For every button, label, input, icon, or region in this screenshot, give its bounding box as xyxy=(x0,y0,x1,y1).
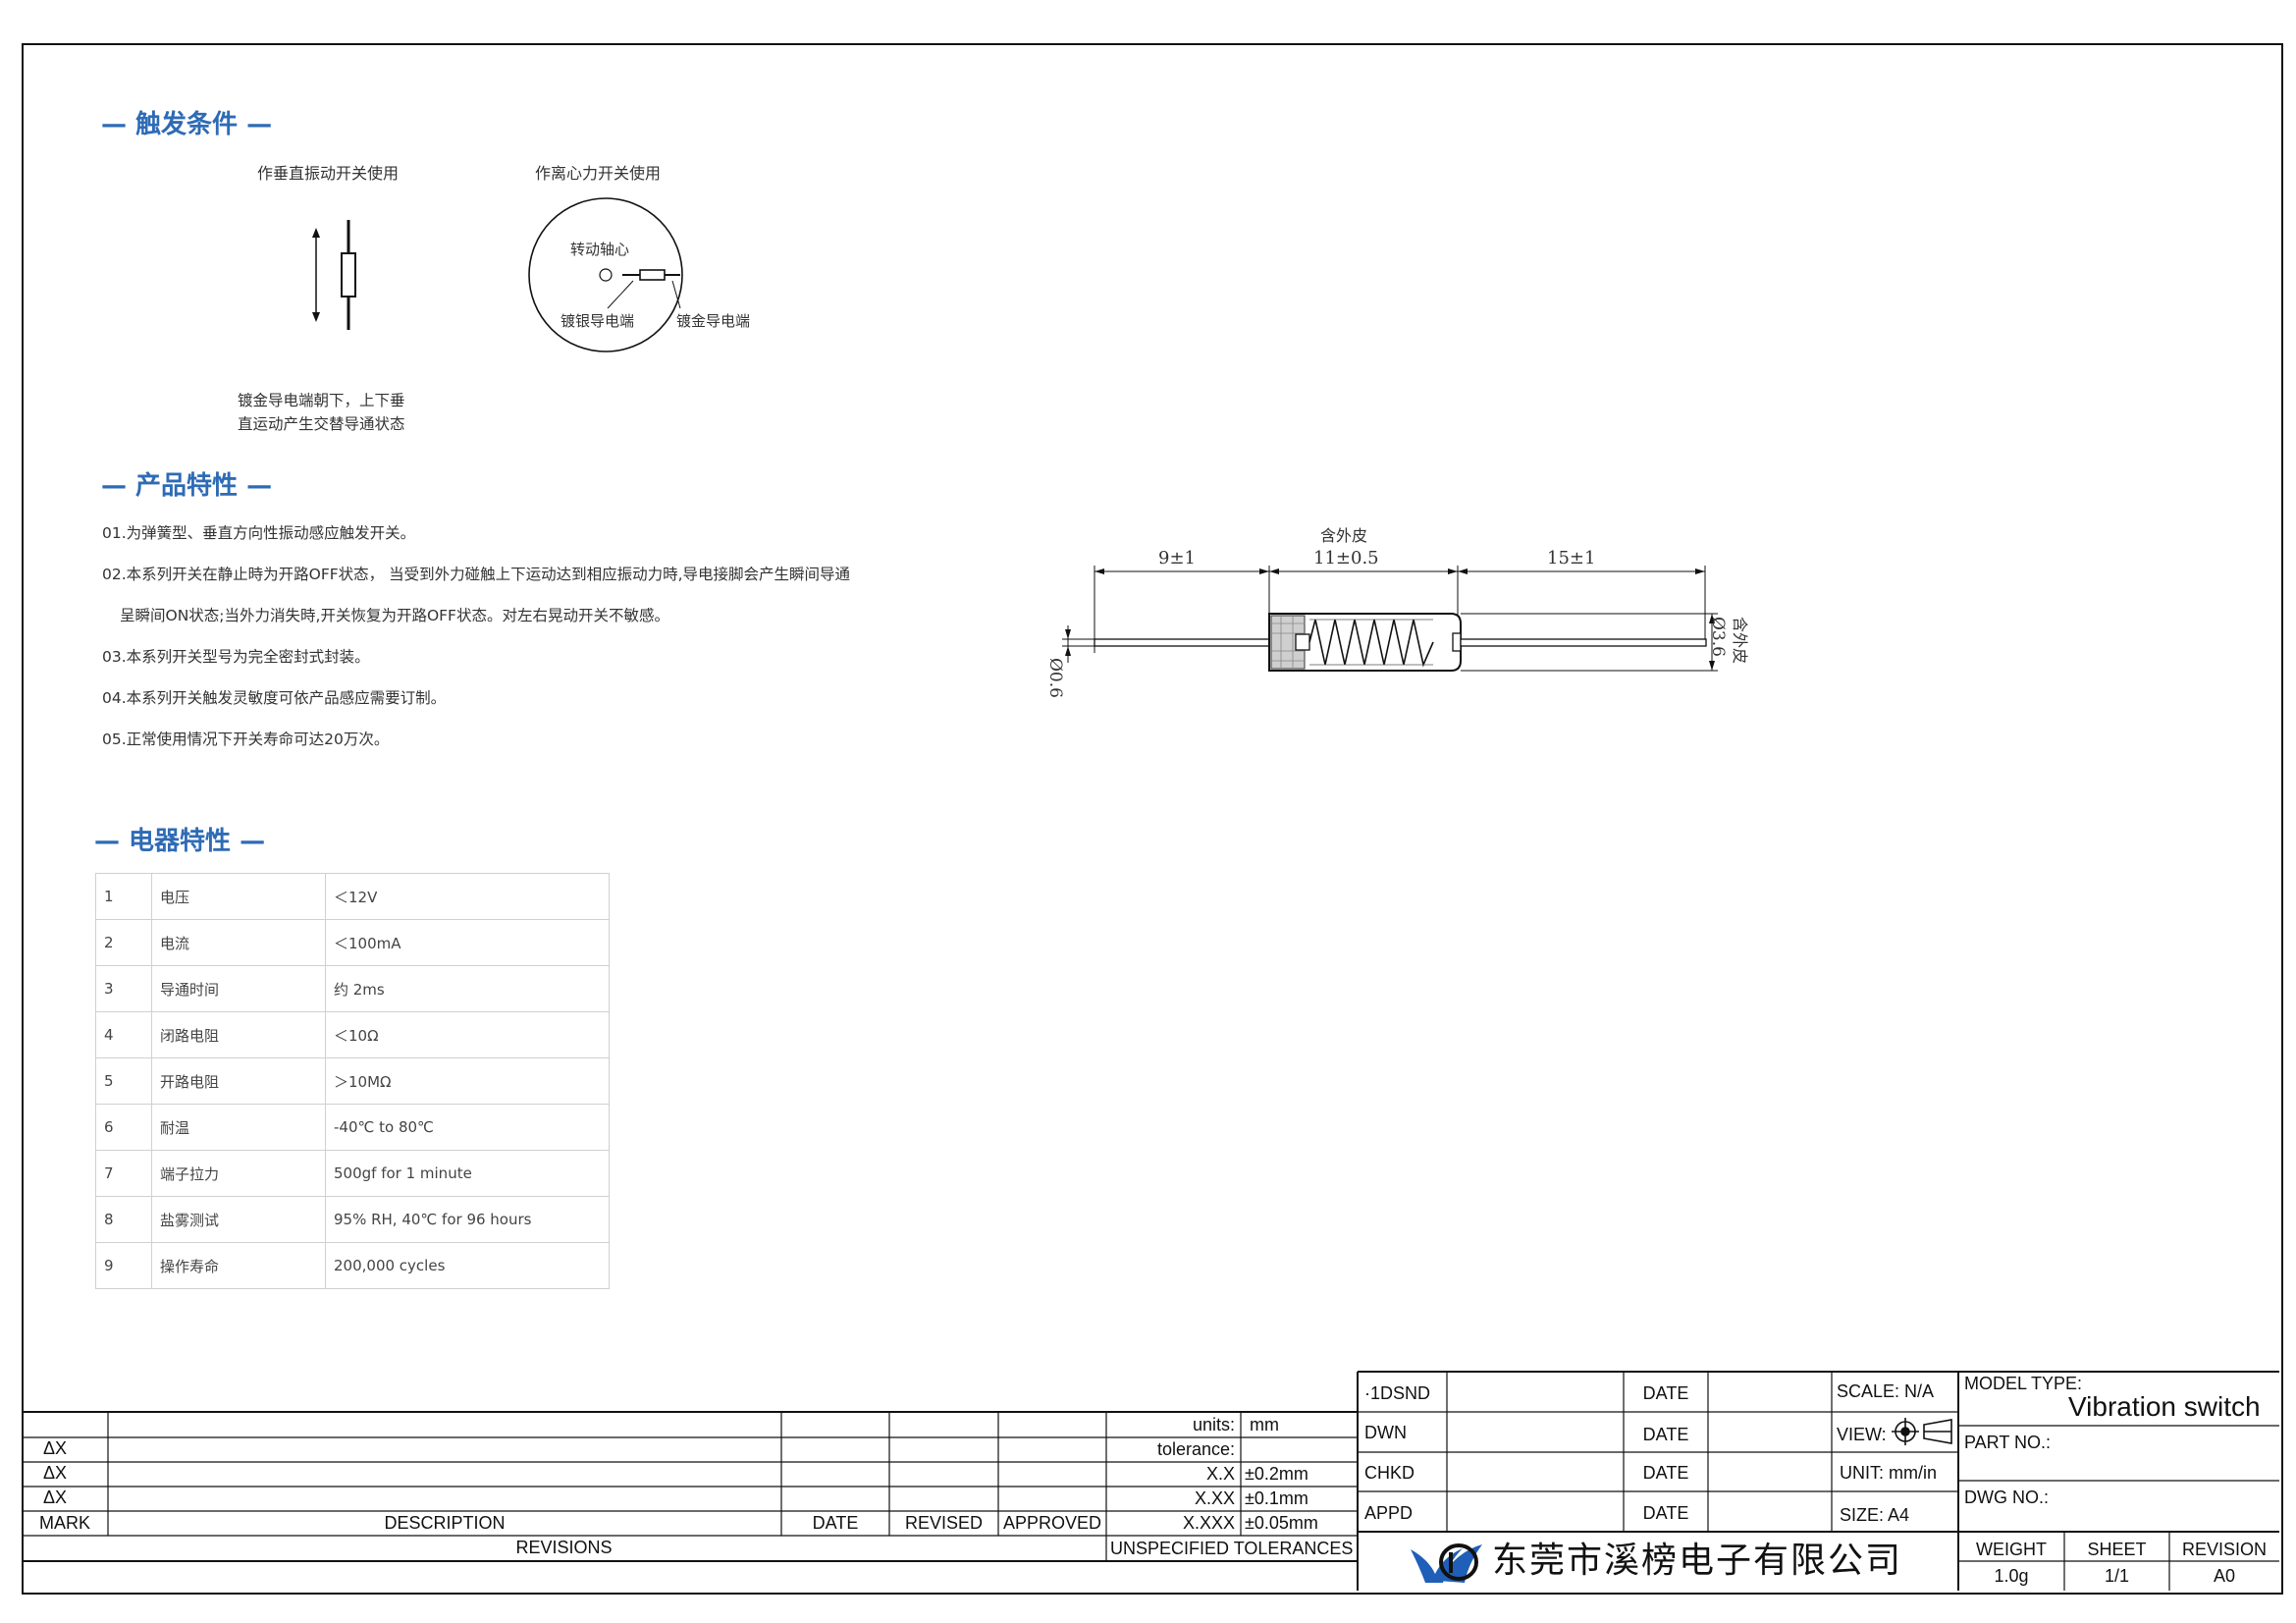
param-name: 电压 xyxy=(151,873,326,920)
tol-xxx-value: ±0.05mm xyxy=(1245,1513,1318,1533)
row-number: 9 xyxy=(95,1242,152,1289)
date-label-1: DATE xyxy=(1642,1383,1689,1403)
tol-x-value: ±0.2mm xyxy=(1245,1464,1308,1484)
param-name: 开路电阻 xyxy=(151,1057,326,1105)
feature-item: 呈瞬间ON状态;当外力消失時,开关恢复为开路OFF状态。对左右晃动开关不敏感。 xyxy=(120,607,669,624)
gold-terminal-label: 镀金导电端 xyxy=(676,312,751,330)
company-name: 东莞市溪榜电子有限公司 xyxy=(1492,1541,1903,1581)
part-no-label: PART NO.: xyxy=(1964,1433,2052,1452)
date-label-4: DATE xyxy=(1642,1503,1689,1523)
rotation-axis-dot xyxy=(599,268,613,282)
rev-mark-3: ΔX xyxy=(43,1488,68,1507)
weight-label: WEIGHT xyxy=(1976,1540,2047,1559)
feature-item: 04.本系列开关触发灵敏度可依产品感应需要订制。 xyxy=(102,689,447,707)
dim-middle: 11±0.5 xyxy=(1313,548,1379,568)
approved-header: APPROVED xyxy=(1002,1513,1102,1533)
row-number: 4 xyxy=(95,1011,152,1058)
sheet-label: SHEET xyxy=(2087,1540,2147,1559)
description-header: DESCRIPTION xyxy=(384,1513,506,1533)
revised-header: REVISED xyxy=(904,1513,984,1533)
tol-x-label: X.X xyxy=(1205,1464,1235,1484)
dsnd-label: ·1DSND xyxy=(1364,1383,1431,1403)
param-name: 耐温 xyxy=(151,1104,326,1151)
param-value: 95% RH, 40℃ for 96 hours xyxy=(325,1196,610,1243)
feature-item: 03.本系列开关型号为完全密封式封装。 xyxy=(102,648,370,666)
features-section-title: — 产品特性 — xyxy=(101,471,273,501)
sheet-value: 1/1 xyxy=(2104,1566,2130,1586)
electrical-section-title: — 电器特性 — xyxy=(94,827,266,856)
param-value: 200,000 cycles xyxy=(325,1242,610,1289)
rev-mark-1: ΔX xyxy=(43,1438,68,1458)
drawing-frame xyxy=(22,43,2283,1595)
unspecified-tolerances-label: UNSPECIFIED TOLERANCES xyxy=(1110,1539,1354,1558)
feature-item: 01.为弹簧型、垂直方向性振动感应触发开关。 xyxy=(102,524,416,542)
param-value: -40℃ to 80℃ xyxy=(325,1104,610,1151)
weight-value: 1.0g xyxy=(1994,1566,2029,1586)
tol-xxx-label: X.XXX xyxy=(1182,1513,1235,1533)
date-label-3: DATE xyxy=(1642,1463,1689,1483)
mark-header: MARK xyxy=(38,1513,90,1533)
param-value: ＜10Ω xyxy=(325,1011,610,1058)
projection-view-icon xyxy=(1892,1418,1952,1445)
dwg-no-label: DWG NO.: xyxy=(1964,1488,2049,1507)
row-number: 6 xyxy=(95,1104,152,1151)
param-name: 闭路电阻 xyxy=(151,1011,326,1058)
param-name: 电流 xyxy=(151,919,326,966)
dim-right: 15±1 xyxy=(1547,548,1596,568)
revision-value: A0 xyxy=(2213,1566,2236,1586)
param-name: 操作寿命 xyxy=(151,1242,326,1289)
trigger-section-title: — 触发条件 — xyxy=(101,110,273,139)
switch-dimension-drawing xyxy=(1062,566,1718,672)
chkd-label: CHKD xyxy=(1364,1463,1415,1483)
model-type-label: MODEL TYPE: xyxy=(1964,1374,2083,1393)
feature-item: 05.正常使用情况下开关寿命可达20万次。 xyxy=(102,730,390,748)
tol-xx-value: ±0.1mm xyxy=(1245,1488,1308,1508)
revision-label: REVISION xyxy=(2181,1540,2268,1559)
rotation-axis-label: 转动轴心 xyxy=(570,241,630,258)
dwn-label: DWN xyxy=(1364,1423,1407,1442)
param-value: 500gf for 1 minute xyxy=(325,1150,610,1197)
centrifugal-use-label: 作离心力开关使用 xyxy=(535,164,662,183)
vertical-note-line2: 直运动产生交替导通状态 xyxy=(238,415,405,433)
revisions-label: REVISIONS xyxy=(515,1538,613,1557)
centrifugal-switch-diagram xyxy=(528,197,683,352)
tol-xx-label: X.XX xyxy=(1194,1488,1235,1508)
param-value: ＜100mA xyxy=(325,919,610,966)
model-type-value: Vibration switch xyxy=(2068,1391,2261,1422)
unit-label: UNIT: mm/in xyxy=(1840,1463,1937,1483)
vertical-use-label: 作垂直振动开关使用 xyxy=(257,164,400,183)
appd-label: APPD xyxy=(1364,1503,1414,1523)
vertical-switch-diagram xyxy=(312,220,356,330)
sheath-label: 含外皮 xyxy=(1320,526,1368,545)
units-value: mm xyxy=(1250,1415,1279,1434)
company-logo xyxy=(1411,1543,1482,1583)
vertical-note-line1: 镀金导电端朝下，上下垂 xyxy=(238,392,405,409)
size-label: SIZE: A4 xyxy=(1840,1505,1910,1525)
dim-left: 9±1 xyxy=(1158,548,1196,568)
rev-mark-2: ΔX xyxy=(43,1463,68,1483)
scale-label: SCALE: N/A xyxy=(1837,1381,1935,1401)
units-label: units: xyxy=(1192,1415,1235,1434)
view-label: VIEW: xyxy=(1837,1425,1887,1444)
tolerance-label: tolerance: xyxy=(1156,1439,1235,1459)
feature-item: 02.本系列开关在静止時为开路OFF状态， 当受到外力碰触上下运动达到相应振动力… xyxy=(102,566,851,583)
silver-terminal-label: 镀银导电端 xyxy=(561,312,635,330)
row-number: 5 xyxy=(95,1057,152,1105)
param-value: ＜12V xyxy=(325,873,610,920)
date-label-2: DATE xyxy=(1642,1425,1689,1444)
date-header: DATE xyxy=(812,1513,859,1533)
row-number: 7 xyxy=(95,1150,152,1197)
param-value: 约 2ms xyxy=(325,965,610,1012)
